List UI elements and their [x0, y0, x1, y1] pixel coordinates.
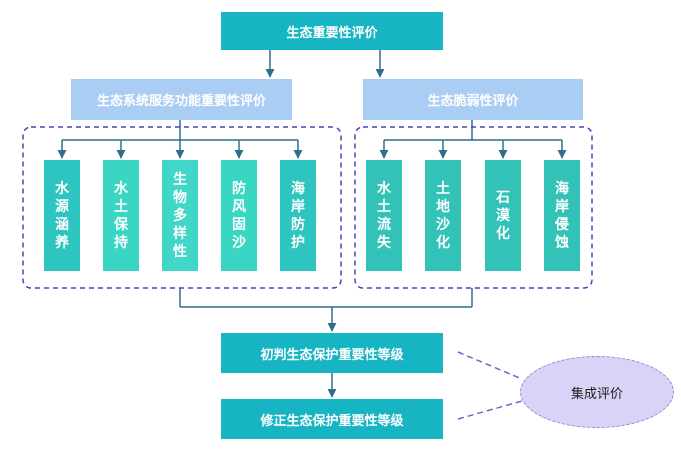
- stage2-node: 修正生态保护重要性等级: [221, 399, 443, 439]
- leaf-soil-conservation: 水土保持: [103, 160, 139, 271]
- right-group-frame: [354, 126, 593, 289]
- right-group-header: 生态脆弱性评价: [363, 79, 583, 120]
- leaf-desertification: 土地沙化: [425, 160, 461, 271]
- leaf-biodiversity: 生物多样性: [162, 160, 198, 271]
- top-node: 生态重要性评价: [221, 12, 443, 50]
- integration-link-top: [457, 351, 523, 380]
- leaf-soil-erosion: 水土流失: [366, 160, 402, 271]
- leaf-coastal-erosion: 海岸侵蚀: [544, 160, 580, 271]
- integration-link-bottom: [457, 400, 523, 420]
- integration-node: 集成评价: [520, 356, 674, 428]
- stage1-node: 初判生态保护重要性等级: [221, 333, 443, 373]
- leaf-water-conservation: 水源涵养: [44, 160, 80, 271]
- leaf-coastal-protection: 海岸防护: [280, 160, 316, 271]
- left-group-header: 生态系统服务功能重要性评价: [71, 79, 292, 120]
- leaf-sand-fixation: 防风固沙: [221, 160, 257, 271]
- left-group-frame: [22, 126, 342, 289]
- leaf-rocky-desertification: 石漠化: [485, 160, 521, 271]
